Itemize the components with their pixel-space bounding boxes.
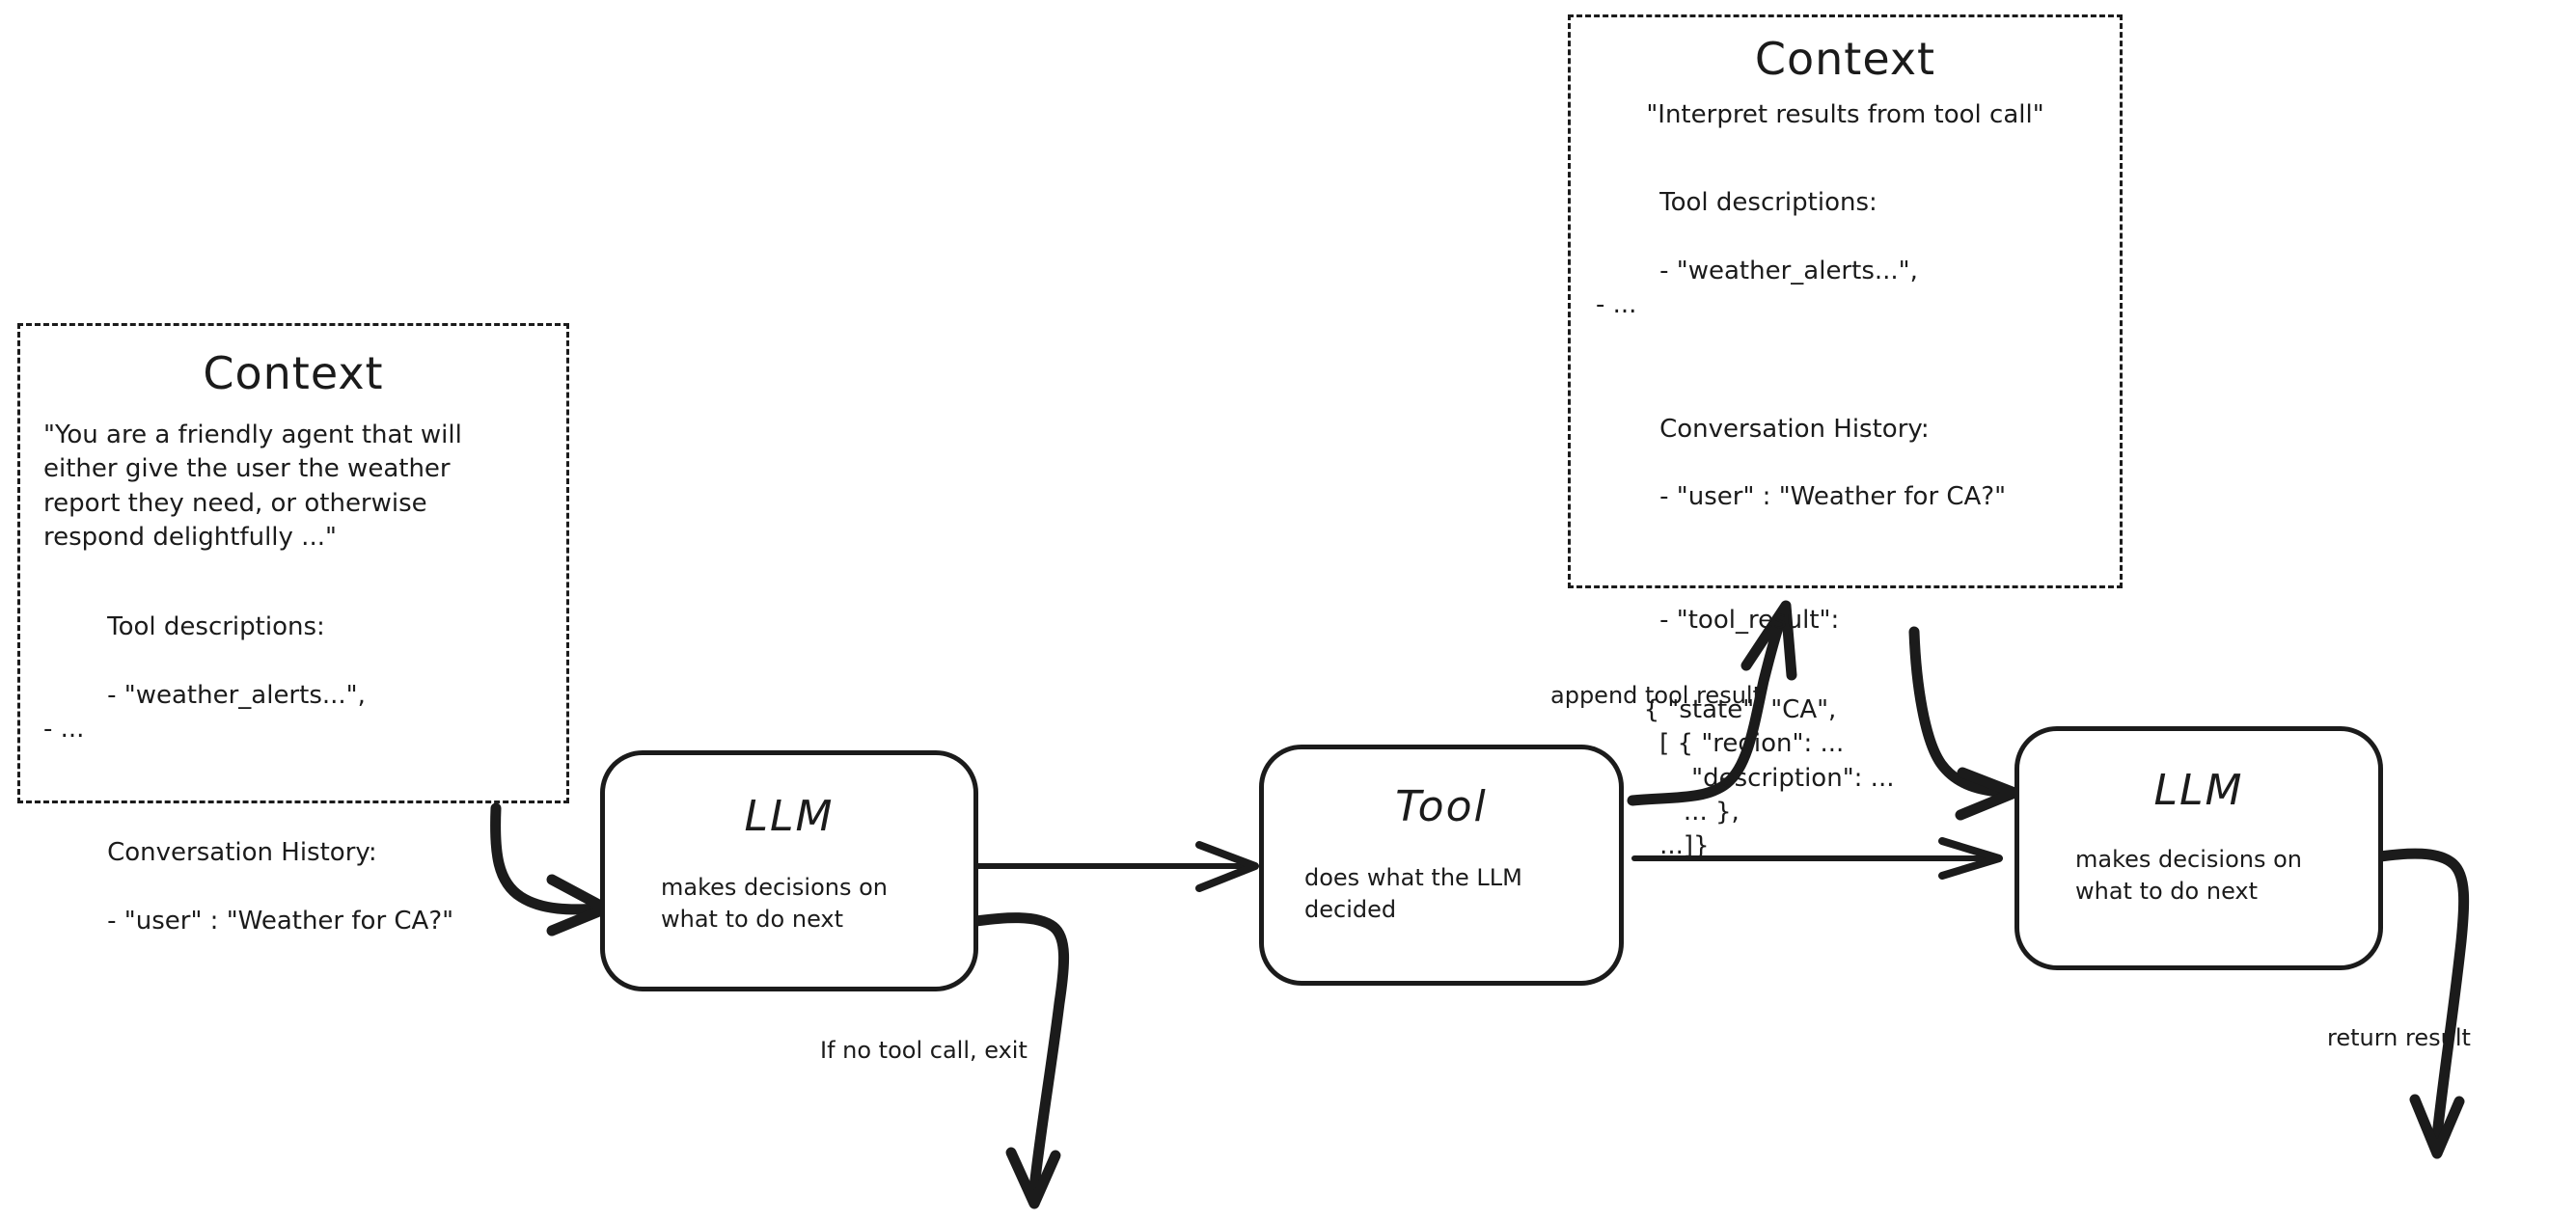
context-right-title: Context: [1754, 33, 1936, 85]
node-llm-first[interactable]: LLM makes decisions on what to do next: [600, 750, 978, 991]
node-tool[interactable]: Tool does what the LLM decided: [1259, 745, 1624, 986]
edge-llm1-to-tool: [975, 841, 1259, 892]
context-left-body: "You are a friendly agent that will eith…: [43, 419, 526, 972]
node-llm-first-title: LLM: [744, 792, 835, 841]
edge-label-return-result: return result: [2327, 1024, 2471, 1051]
context-box-right: Context "Interpret results from tool cal…: [1568, 14, 2123, 860]
conversation-header: Conversation History:: [1659, 414, 1930, 444]
context-box-left: Context "You are a friendly agent that w…: [17, 323, 569, 936]
tool-descriptions-items: - "weather_alerts...", - ...: [43, 680, 366, 744]
context-right-quote: "Interpret results from tool call": [1646, 100, 2044, 129]
context-left-title: Context: [203, 347, 384, 399]
context-right-tool-descriptions: Tool descriptions: - "weather_alerts..."…: [1596, 152, 2097, 357]
node-tool-subtitle: does what the LLM decided: [1304, 864, 1522, 924]
node-tool-title: Tool: [1395, 782, 1488, 831]
edge-llm2-return: [2374, 848, 2470, 1159]
context-left-tool-descriptions: Tool descriptions: - "weather_alerts..."…: [43, 576, 526, 780]
tool-result-json: { "state": "CA", [ { "region": ... "desc…: [1643, 695, 1895, 861]
context-right-conversation: Conversation History: - "user" : "Weathe…: [1596, 378, 2097, 549]
node-llm-second-subtitle: makes decisions on what to do next: [2075, 846, 2302, 906]
context-left-system-prompt: "You are a friendly agent that will eith…: [43, 421, 471, 553]
tool-descriptions-items: - "weather_alerts...", - ...: [1596, 257, 1918, 320]
conversation-header: Conversation History:: [107, 837, 377, 867]
context-left-conversation: Conversation History: - "user" : "Weathe…: [43, 802, 526, 973]
node-llm-first-subtitle: makes decisions on what to do next: [661, 874, 888, 934]
tool-descriptions-header: Tool descriptions:: [1659, 188, 1877, 218]
context-right-tool-result: - "tool_result":: [1596, 570, 2097, 672]
edge-label-exit: If no tool call, exit: [820, 1037, 1028, 1064]
node-llm-second[interactable]: LLM makes decisions on what to do next: [2014, 726, 2383, 970]
edge-label-append-tool-result: append tool result: [1550, 682, 1762, 709]
tool-descriptions-header: Tool descriptions:: [107, 611, 325, 641]
conversation-items: - "user" : "Weather for CA?": [107, 906, 454, 936]
node-llm-second-title: LLM: [2153, 766, 2244, 815]
context-right-body: Tool descriptions: - "weather_alerts..."…: [1596, 152, 2097, 864]
tool-result-label: - "tool_result":: [1659, 606, 1840, 636]
conversation-user: - "user" : "Weather for CA?": [1659, 482, 2007, 512]
